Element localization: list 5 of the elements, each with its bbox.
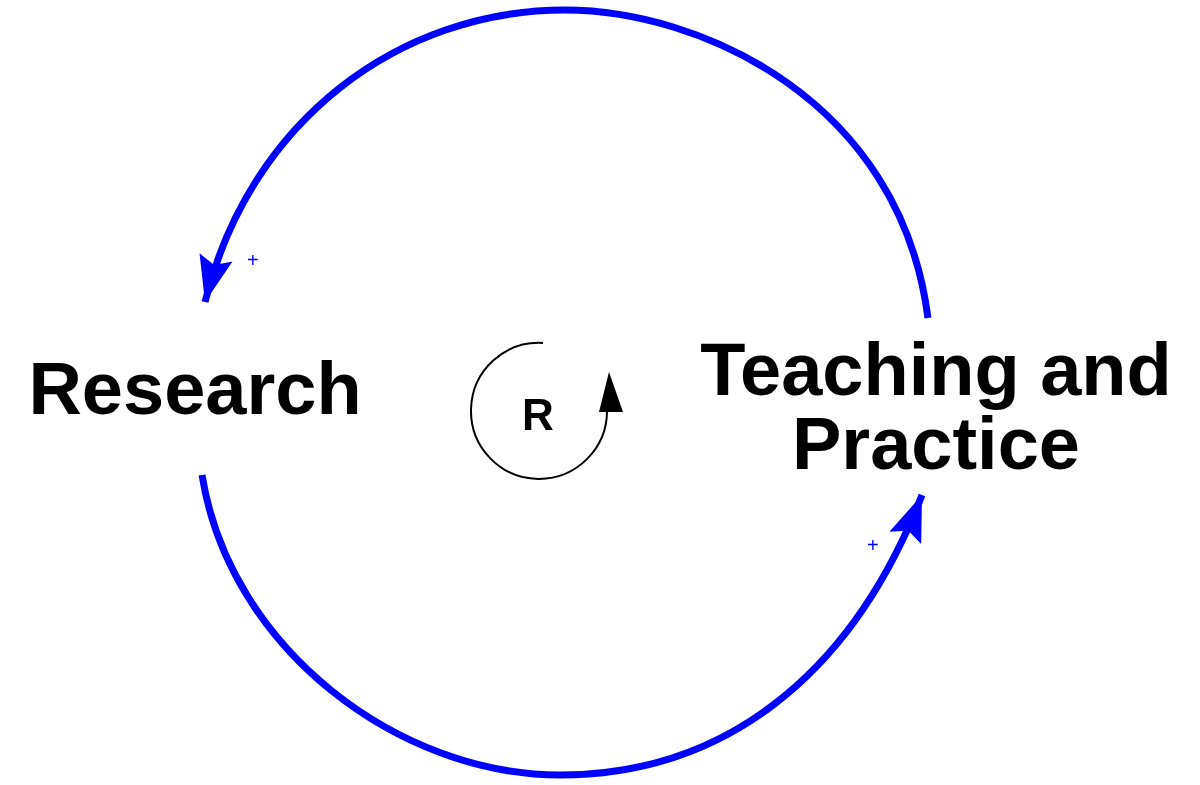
node-label: Research [28,351,362,426]
node-label: Teaching and Practice [699,332,1173,481]
loop-label: R [522,393,554,437]
arrow [201,6,932,319]
arrow [198,474,926,779]
